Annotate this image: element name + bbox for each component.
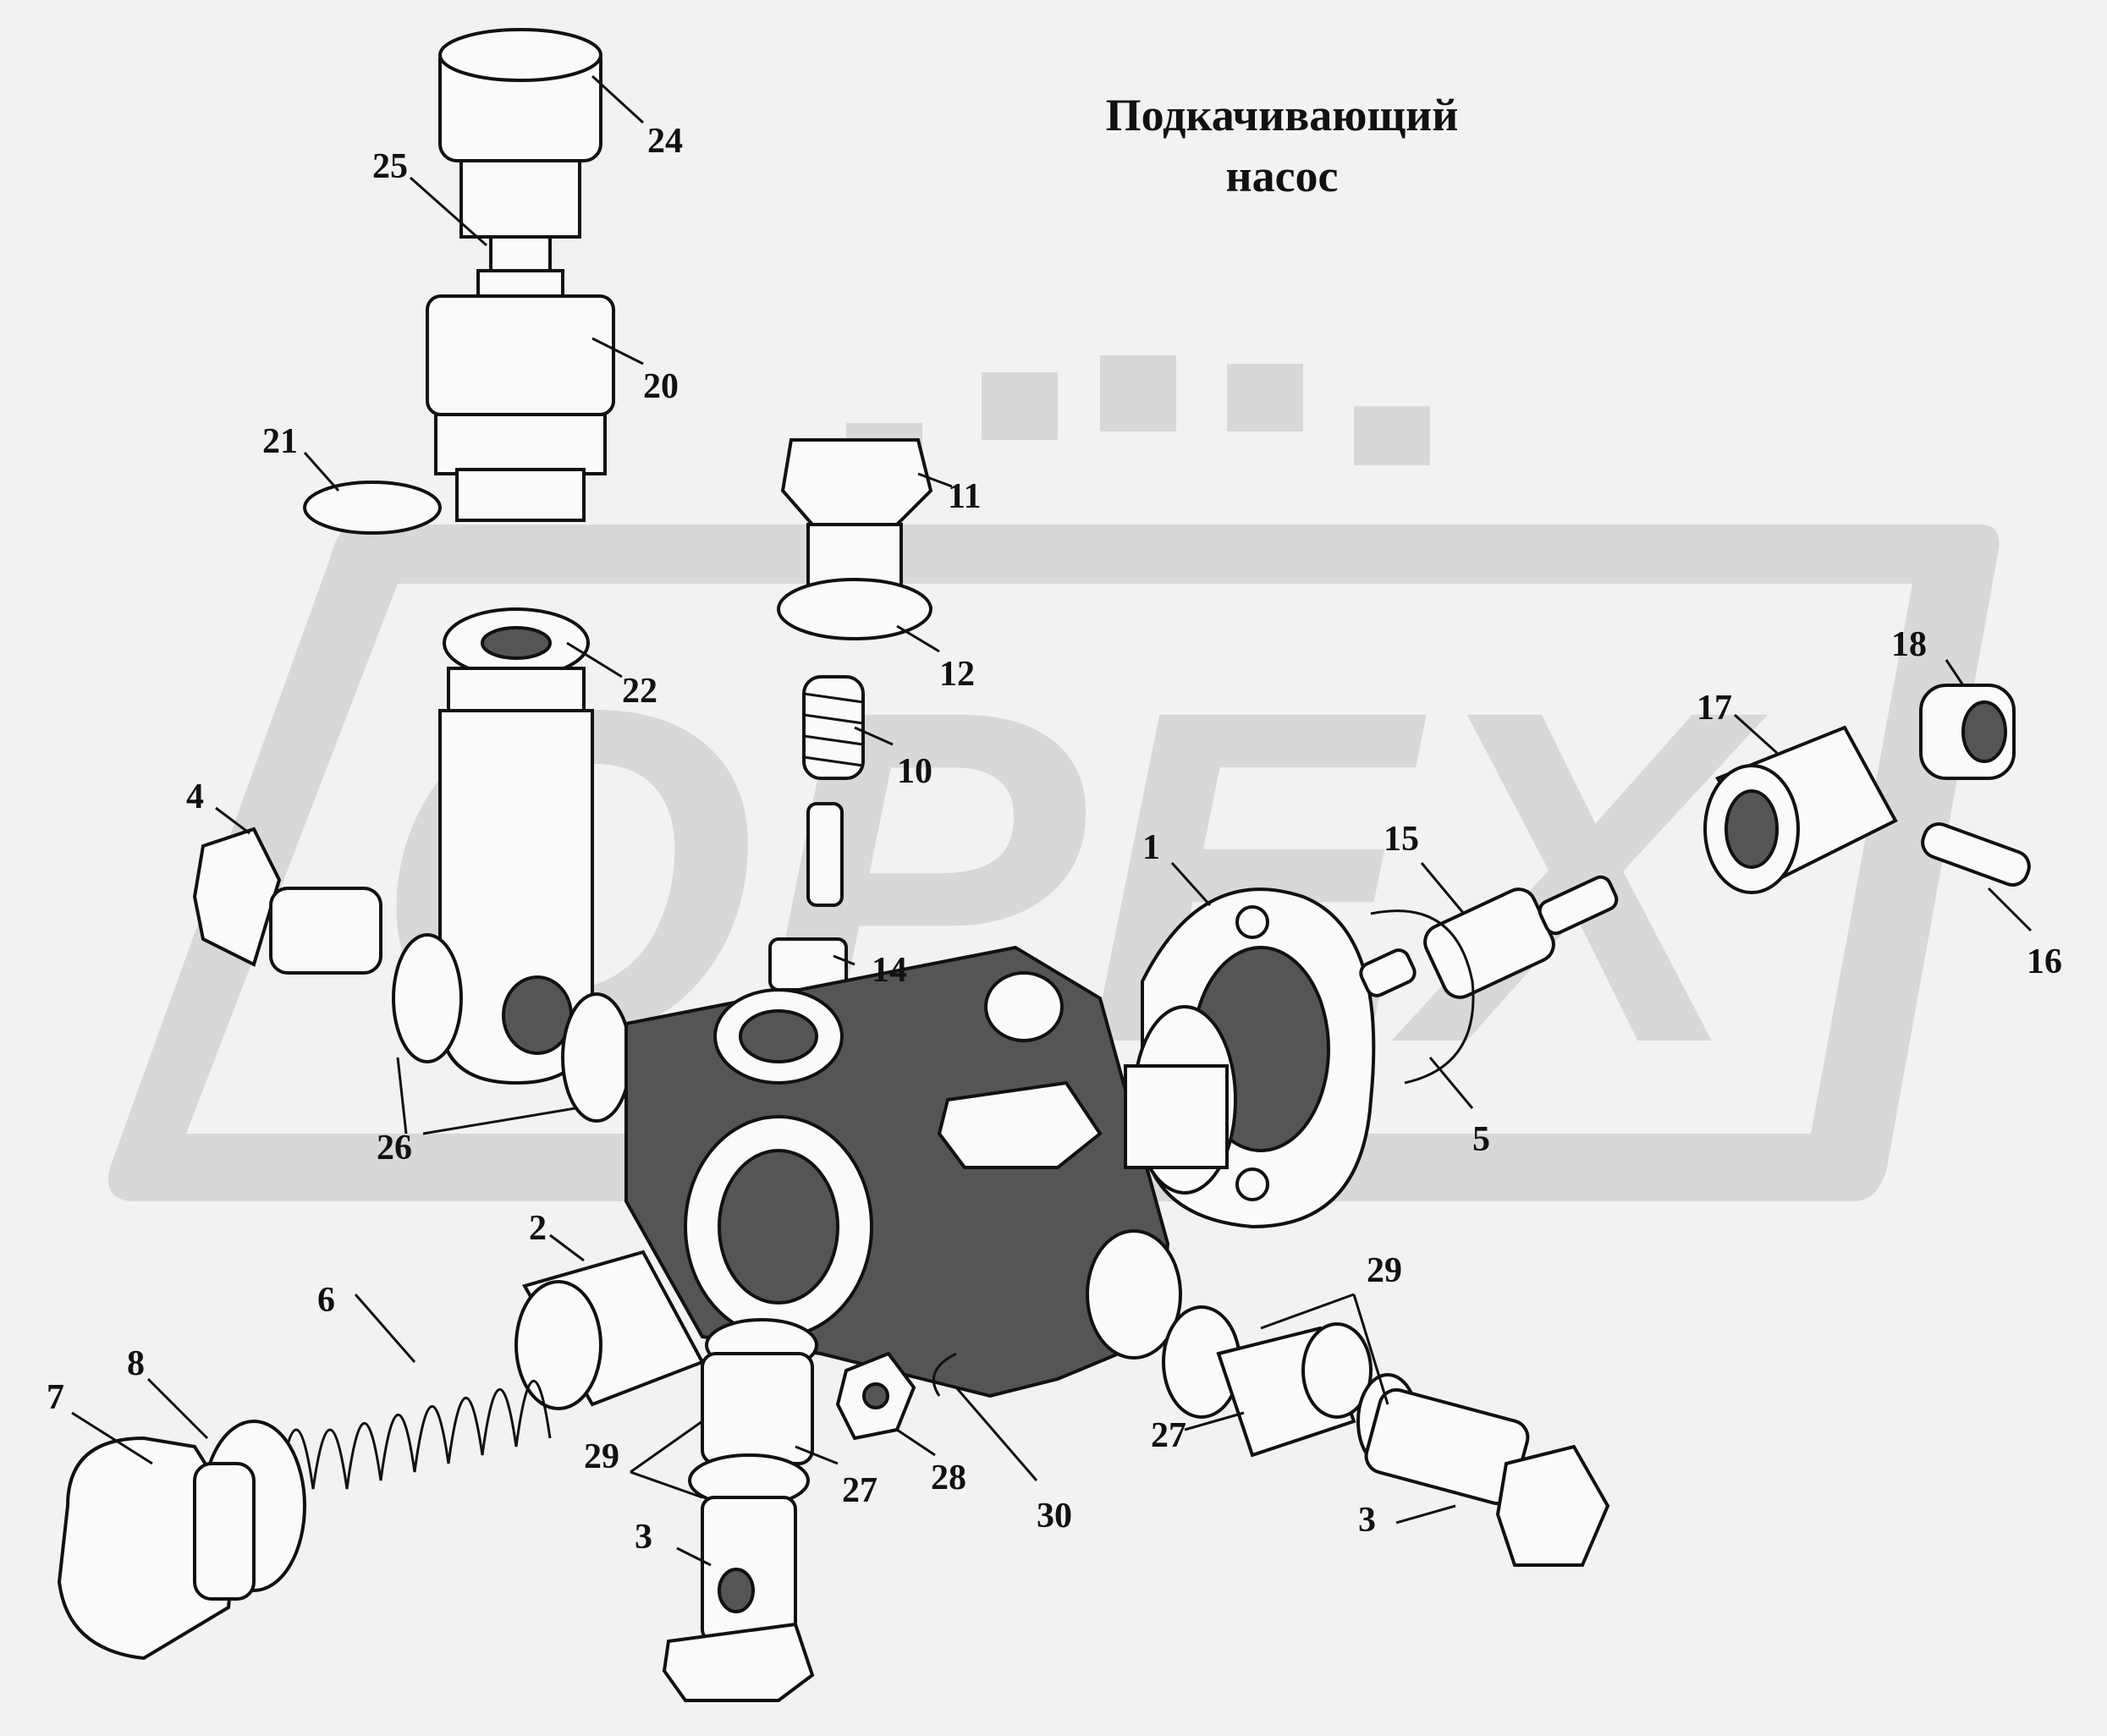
label-29-top: 29 <box>1367 1251 1402 1290</box>
piston-cylinder <box>438 709 594 1085</box>
label-8: 8 <box>127 1344 145 1383</box>
part-26-ring-right <box>561 992 632 1123</box>
valve-pin <box>806 802 844 907</box>
part-24-knob <box>438 28 602 239</box>
label-21: 21 <box>262 422 298 461</box>
label-10: 10 <box>897 752 932 791</box>
label-1: 1 <box>1142 828 1160 867</box>
part-18-roller <box>1919 684 2016 780</box>
part-3-bolt-right <box>1364 1387 1610 1567</box>
label-2: 2 <box>529 1209 547 1248</box>
label-20: 20 <box>643 367 679 406</box>
part-26-ring-left <box>392 933 463 1063</box>
label-16: 16 <box>2027 942 2062 981</box>
part-6-spring <box>278 1379 552 1490</box>
label-7: 7 <box>47 1378 64 1417</box>
part-21-ring <box>303 481 442 535</box>
part-27-sleeve-right <box>1216 1322 1373 1458</box>
label-12: 12 <box>939 655 975 694</box>
pump-neck <box>1124 1005 1237 1195</box>
label-27-bottom: 27 <box>842 1471 877 1510</box>
part-4-bolt <box>192 827 382 975</box>
label-28: 28 <box>931 1459 966 1497</box>
label-6: 6 <box>317 1281 335 1320</box>
watermark-frame <box>108 525 2000 1201</box>
label-11: 11 <box>948 477 982 516</box>
label-25: 25 <box>372 147 408 186</box>
label-14: 14 <box>872 951 907 990</box>
part-2-sleeve <box>514 1250 705 1410</box>
label-3-right: 3 <box>1358 1501 1376 1540</box>
part-10-spring <box>802 675 865 780</box>
label-27-right: 27 <box>1151 1416 1186 1455</box>
label-15: 15 <box>1384 820 1419 859</box>
diagram-title: Подкачивающий насос <box>1041 85 1523 206</box>
label-17: 17 <box>1697 689 1732 728</box>
title-line-2: насос <box>1225 151 1339 201</box>
label-3-bottom: 3 <box>635 1518 652 1557</box>
label-26: 26 <box>377 1129 412 1167</box>
leader-lines <box>71 74 2033 1567</box>
part-3-bolt-bottom <box>662 1496 815 1702</box>
part-12-washer <box>777 578 932 640</box>
part-15-pushrod <box>1359 875 1619 999</box>
label-18: 18 <box>1891 625 1927 664</box>
label-4: 4 <box>186 777 204 816</box>
label-24: 24 <box>647 122 683 161</box>
label-5: 5 <box>1472 1120 1490 1159</box>
part-22-cap <box>443 607 590 721</box>
part-labels: 24 25 20 21 11 12 22 10 18 17 4 1 15 16 … <box>47 122 2062 1557</box>
pump-body <box>624 945 1182 1398</box>
part-11-plug <box>780 438 933 594</box>
label-29-bottom: 29 <box>584 1437 619 1476</box>
label-22: 22 <box>622 672 657 711</box>
part-17-tappet <box>1703 725 1898 894</box>
part-5-clip <box>1370 909 1475 1085</box>
part-7-plug <box>57 1436 256 1661</box>
label-30: 30 <box>1037 1497 1072 1535</box>
part-16-pin <box>1921 822 2031 887</box>
part-20-housing <box>426 294 615 522</box>
part-30-clip <box>932 1352 957 1397</box>
part-28-nut <box>835 1351 916 1441</box>
title-line-1: Подкачивающий <box>1105 90 1459 140</box>
